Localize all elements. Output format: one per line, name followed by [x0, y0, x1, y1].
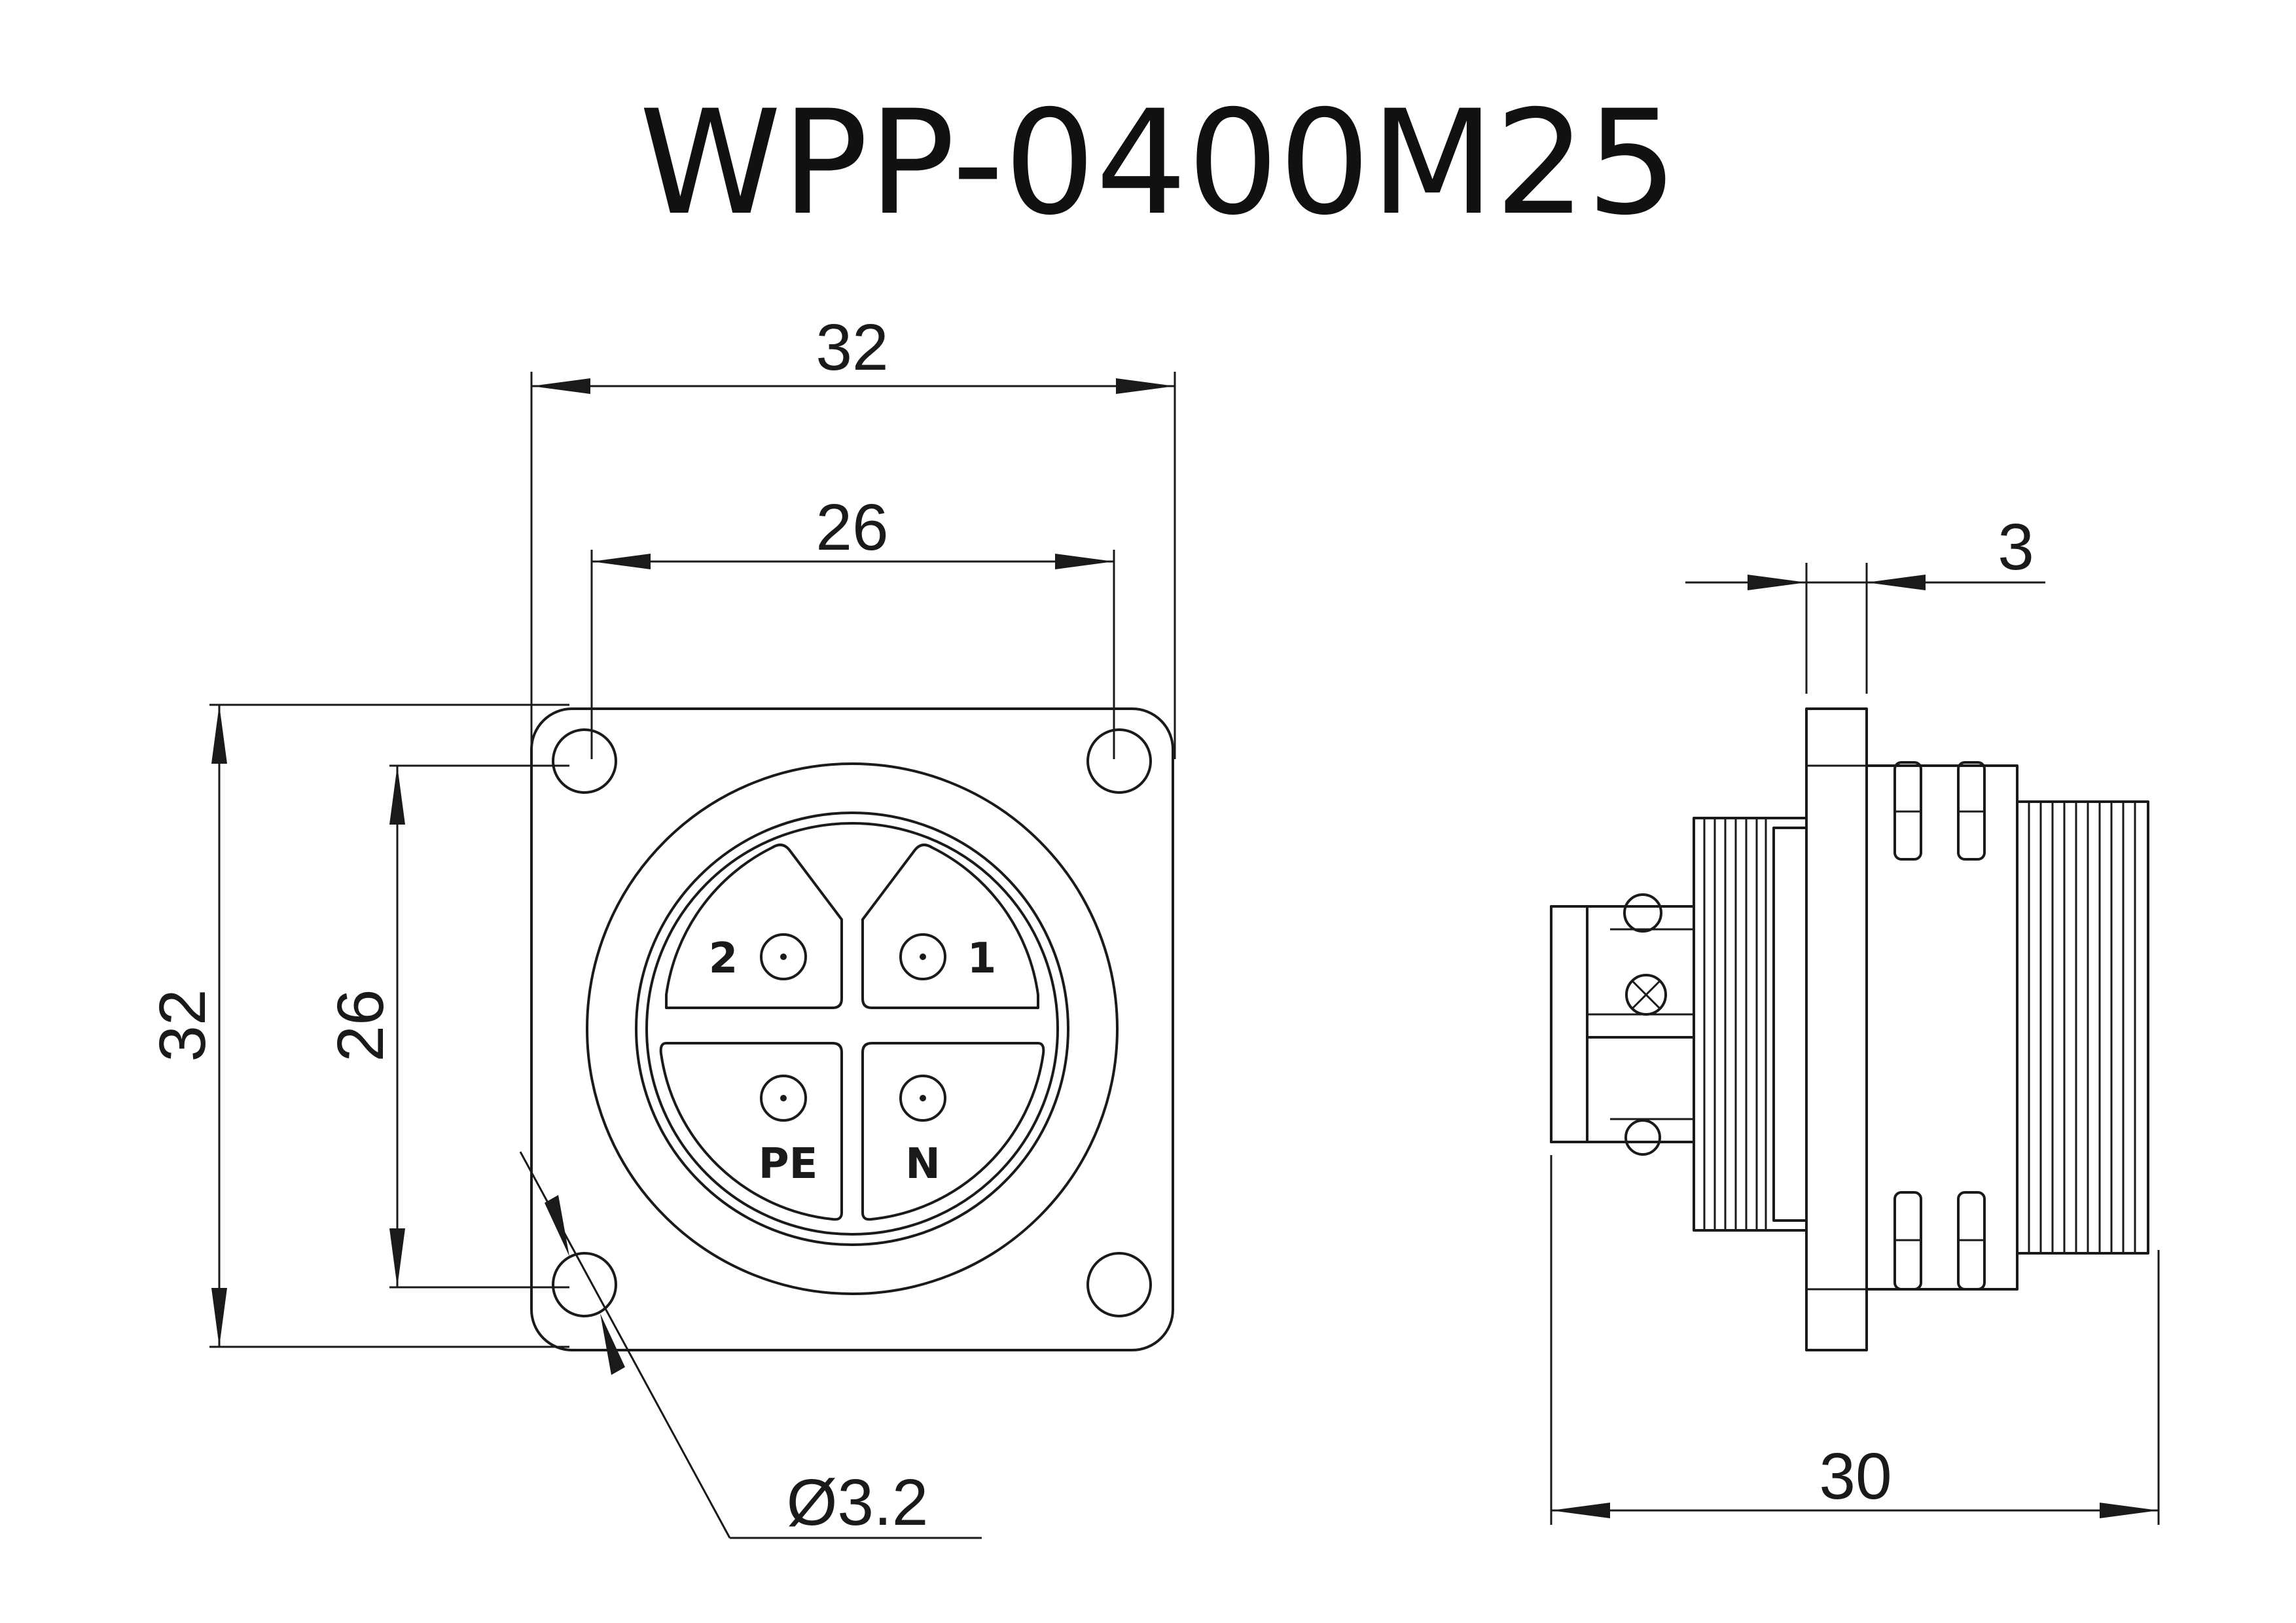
middle-ring — [635, 812, 1069, 1246]
pin-label-2: 2 — [709, 935, 738, 983]
mounting-hole-bottom-left — [552, 1252, 617, 1317]
dim-label-height-26: 26 — [324, 989, 397, 1061]
dim-label-width-26: 26 — [816, 491, 888, 564]
pin-1-socket — [899, 933, 946, 980]
pin-pe-socket — [760, 1075, 807, 1122]
outer-ring — [586, 762, 1119, 1295]
front-view: 2 1 PE N — [530, 707, 1174, 1351]
insert-segment-top-left — [665, 844, 843, 1009]
dim-label-hole-diameter: Ø3.2 — [787, 1466, 929, 1539]
pin-2-center — [780, 954, 787, 960]
pin-n-center — [920, 1095, 926, 1101]
pin-label-n: N — [905, 1140, 941, 1188]
pin-label-1: 1 — [967, 935, 997, 983]
dim-label-height-32: 32 — [146, 989, 219, 1061]
pin-pe-center — [780, 1095, 787, 1101]
terminal-screw-middle — [1625, 974, 1667, 1016]
side-flange — [1805, 707, 1868, 1351]
front-dimensions: 32 26 32 26 Ø3.2 — [146, 311, 1176, 1539]
dim-label-flange-3: 3 — [1998, 510, 2034, 584]
mounting-hole-bottom-right — [1086, 1252, 1152, 1317]
rear-contact-block — [1550, 905, 1695, 1143]
insert-segment-bottom-right — [861, 1042, 1045, 1221]
flange-outline — [530, 707, 1174, 1351]
rear-thread-lines — [1703, 818, 1767, 1230]
dim-label-length-30: 30 — [1819, 1440, 1892, 1513]
rear-nut — [1693, 817, 1808, 1232]
front-thread-lines — [2028, 802, 2136, 1253]
mounting-hole-top-right — [1086, 728, 1152, 794]
pin-n-socket — [899, 1075, 946, 1122]
pin-1-center — [920, 954, 926, 960]
pin-2-socket — [760, 933, 807, 980]
inner-ring — [645, 822, 1059, 1236]
front-thread — [2016, 800, 2149, 1255]
terminal-screw-bottom — [1624, 1119, 1661, 1156]
pin-label-pe: PE — [759, 1140, 818, 1188]
mounting-hole-top-left — [552, 728, 617, 794]
dim-label-width-32: 32 — [816, 311, 888, 384]
insert-segment-bottom-left — [659, 1042, 843, 1221]
front-body — [1865, 764, 2018, 1291]
insert-segment-top-right — [861, 844, 1039, 1009]
terminal-screw-top — [1623, 893, 1662, 933]
side-view — [1550, 707, 2149, 1351]
drawing-title: WPP-0400M25 — [639, 79, 1677, 247]
side-dimensions: 3 30 — [1550, 510, 2160, 1525]
